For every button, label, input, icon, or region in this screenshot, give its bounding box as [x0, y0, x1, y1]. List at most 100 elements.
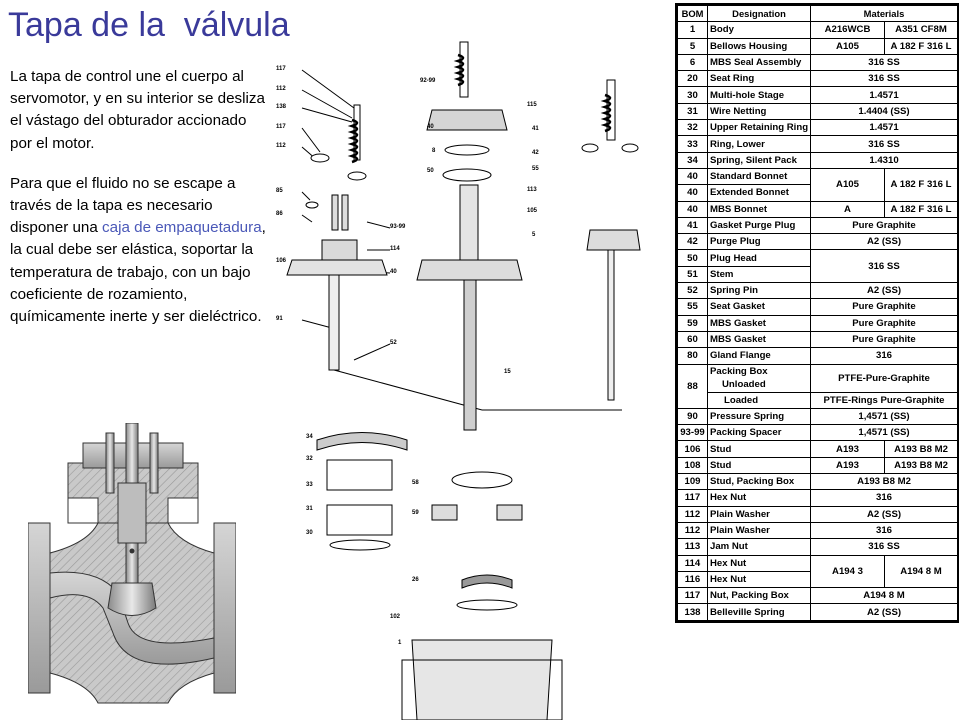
bom-designation: Seat Gasket [707, 298, 811, 316]
bom-material: A 182 F 316 L [884, 200, 958, 218]
label: 31 [306, 506, 313, 512]
label: 102 [390, 614, 401, 620]
bom-designation: Hex Nut [707, 570, 811, 589]
paragraph-bonnet: La tapa de control une el cuerpo al serv… [10, 68, 265, 152]
bom-designation: Stud [707, 456, 811, 475]
bom-material: Pure Graphite [810, 298, 958, 316]
label: 42 [532, 150, 539, 156]
bom-number: 114 [677, 554, 708, 572]
label: 30 [306, 530, 313, 536]
bom-material: 1.4404 (SS) [810, 102, 958, 121]
bom-designation: Jam Nut [707, 538, 811, 556]
bom-material: A351 CF8M [884, 21, 958, 39]
bom-header: Materials [810, 4, 958, 23]
bom-material: A2 (SS) [810, 282, 958, 300]
bom-material: Pure Graphite [810, 314, 958, 332]
bom-material: 316 SS [810, 538, 958, 556]
bom-number: 1 [677, 21, 708, 39]
bom-material: A105 [810, 167, 885, 202]
label: 59 [412, 510, 419, 516]
bom-number: 113 [677, 538, 708, 556]
bom-material: Pure Graphite [810, 330, 958, 349]
bom-designation: Pressure Spring [707, 407, 811, 426]
bom-designation: Packing Spacer [707, 424, 811, 442]
label: 115 [527, 102, 537, 108]
bom-designation: Loaded [707, 391, 811, 409]
bom-material: 1.4310 [810, 151, 958, 169]
bom-designation: Wire Netting [707, 102, 811, 121]
bom-number: 55 [677, 298, 708, 316]
bom-designation: Nut, Packing Box [707, 587, 811, 605]
bom-material: A2 (SS) [810, 603, 958, 621]
bom-number: 34 [677, 151, 708, 169]
bom-material: A105 [810, 37, 885, 55]
bom-number: 88 [677, 363, 708, 409]
label: 85 [276, 188, 283, 194]
bom-designation: Spring, Silent Pack [707, 151, 811, 169]
label: 114 [390, 246, 400, 252]
bom-number: 112 [677, 521, 708, 540]
bom-material: A [810, 200, 885, 218]
bom-designation: MBS Gasket [707, 330, 811, 349]
bom-material: A193 [810, 440, 885, 458]
bom-number: 117 [677, 587, 708, 605]
bom-number: 32 [677, 119, 708, 137]
bom-designation: Stud [707, 440, 811, 458]
label: 34 [306, 434, 313, 440]
bom-number: 52 [677, 282, 708, 300]
bom-number: 40 [677, 200, 708, 218]
label: 40 [427, 124, 434, 130]
bom-number: 60 [677, 330, 708, 349]
bom-material: PTFE-Pure-Graphite [810, 363, 958, 393]
bom-material: 1.4571 [810, 119, 958, 137]
bom-number: 41 [677, 216, 708, 235]
label: 117 [276, 66, 286, 72]
bom-designation: Stem [707, 265, 811, 284]
bom-number: 116 [677, 570, 708, 589]
bom-designation: Seat Ring [707, 70, 811, 88]
label: 33 [306, 482, 313, 488]
exploded-view-diagram: 117 112 138 117 112 85 86 106 91 93-99 1… [276, 41, 641, 720]
bom-number: 42 [677, 233, 708, 251]
bom-number: 59 [677, 314, 708, 332]
bom-material: 316 SS [810, 135, 958, 153]
description-text: La tapa de control une el cuerpo al serv… [10, 66, 272, 346]
bom-designation: Ring, Lower [707, 135, 811, 153]
label: 93-99 [390, 224, 406, 230]
bom-material: A194 8 M [810, 587, 958, 605]
label: 15 [504, 369, 511, 375]
label: 86 [276, 211, 283, 217]
bom-designation: MBS Bonnet [707, 200, 811, 218]
bom-designation: Stud, Packing Box [707, 473, 811, 491]
bom-designation: Plain Washer [707, 505, 811, 523]
label: 41 [532, 126, 539, 132]
label: 58 [412, 480, 419, 486]
bom-number: 138 [677, 603, 708, 621]
packing-text-before: Para que el fluido no se escape a través… [10, 174, 236, 237]
label: 40 [390, 269, 397, 275]
bom-designation: Plug Head [707, 249, 811, 267]
bom-material: A2 (SS) [810, 505, 958, 523]
